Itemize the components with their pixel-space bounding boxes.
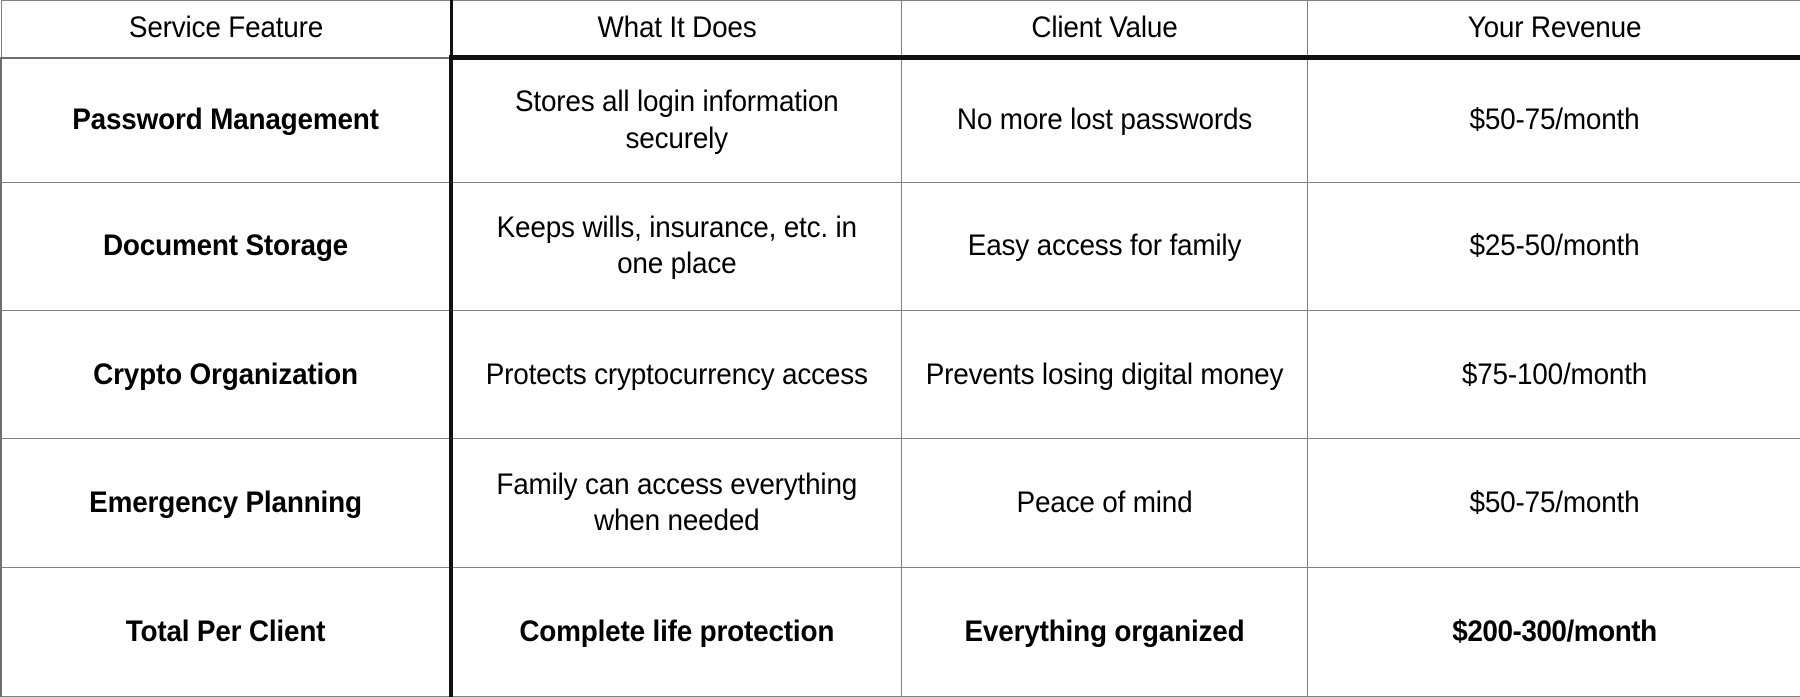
- cell-revenue: $75-100/month: [1306, 310, 1800, 440]
- table-header: Service Feature What It Does Client Valu…: [0, 0, 1800, 60]
- header-your-revenue: Your Revenue: [1306, 0, 1800, 60]
- cell-client-value: Easy access for family: [900, 181, 1308, 312]
- cell-client-value: No more lost passwords: [900, 57, 1308, 183]
- cell-client-value: Peace of mind: [900, 438, 1308, 569]
- cell-feature: Crypto Organization: [0, 310, 453, 440]
- table-row: Crypto Organization Protects cryptocurre…: [0, 310, 1800, 440]
- cell-revenue: $25-50/month: [1306, 181, 1800, 312]
- header-what-it-does: What It Does: [450, 0, 902, 60]
- cell-what-it-does: Keeps wills, insurance, etc. in one plac…: [451, 181, 902, 312]
- cell-feature: Total Per Client: [0, 567, 453, 697]
- header-service-feature: Service Feature: [0, 0, 453, 59]
- cell-revenue: $200-300/month: [1306, 567, 1800, 697]
- cell-client-value: Prevents losing digital money: [900, 310, 1308, 440]
- cell-revenue: $50-75/month: [1306, 438, 1800, 569]
- table-row: Emergency Planning Family can access eve…: [0, 438, 1800, 569]
- header-client-value: Client Value: [900, 0, 1308, 60]
- cell-what-it-does: Family can access everything when needed: [451, 438, 902, 569]
- cell-what-it-does: Protects cryptocurrency access: [451, 310, 902, 440]
- cell-feature: Password Management: [0, 57, 453, 183]
- table-row-total: Total Per Client Complete life protectio…: [0, 567, 1800, 697]
- cell-what-it-does: Complete life protection: [451, 567, 902, 697]
- table-row: Password Management Stores all login inf…: [0, 57, 1800, 183]
- cell-what-it-does: Stores all login information securely: [451, 57, 902, 183]
- cell-feature: Document Storage: [0, 181, 453, 312]
- header-row: Service Feature What It Does Client Valu…: [0, 0, 1800, 60]
- cell-client-value: Everything organized: [900, 567, 1308, 697]
- table-row: Document Storage Keeps wills, insurance,…: [0, 181, 1800, 312]
- table-body: Password Management Stores all login inf…: [0, 57, 1800, 697]
- cell-revenue: $50-75/month: [1306, 57, 1800, 183]
- cell-feature: Emergency Planning: [0, 438, 453, 569]
